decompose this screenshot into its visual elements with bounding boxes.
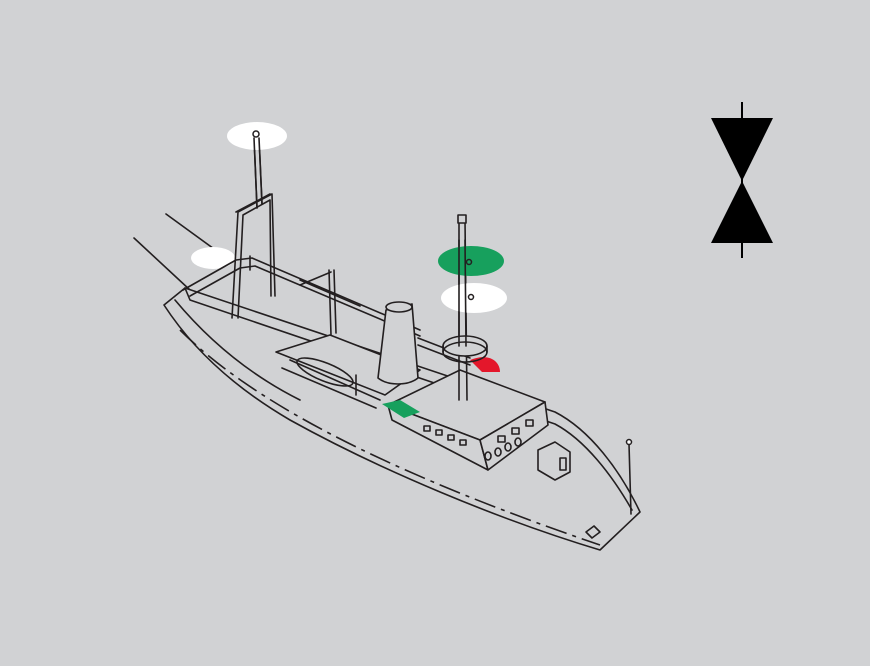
aft-mast [232,136,275,318]
stern-light [191,247,235,269]
day-shape-cones [711,102,773,258]
derrick-post [300,270,336,335]
port-sidelight [470,357,500,372]
